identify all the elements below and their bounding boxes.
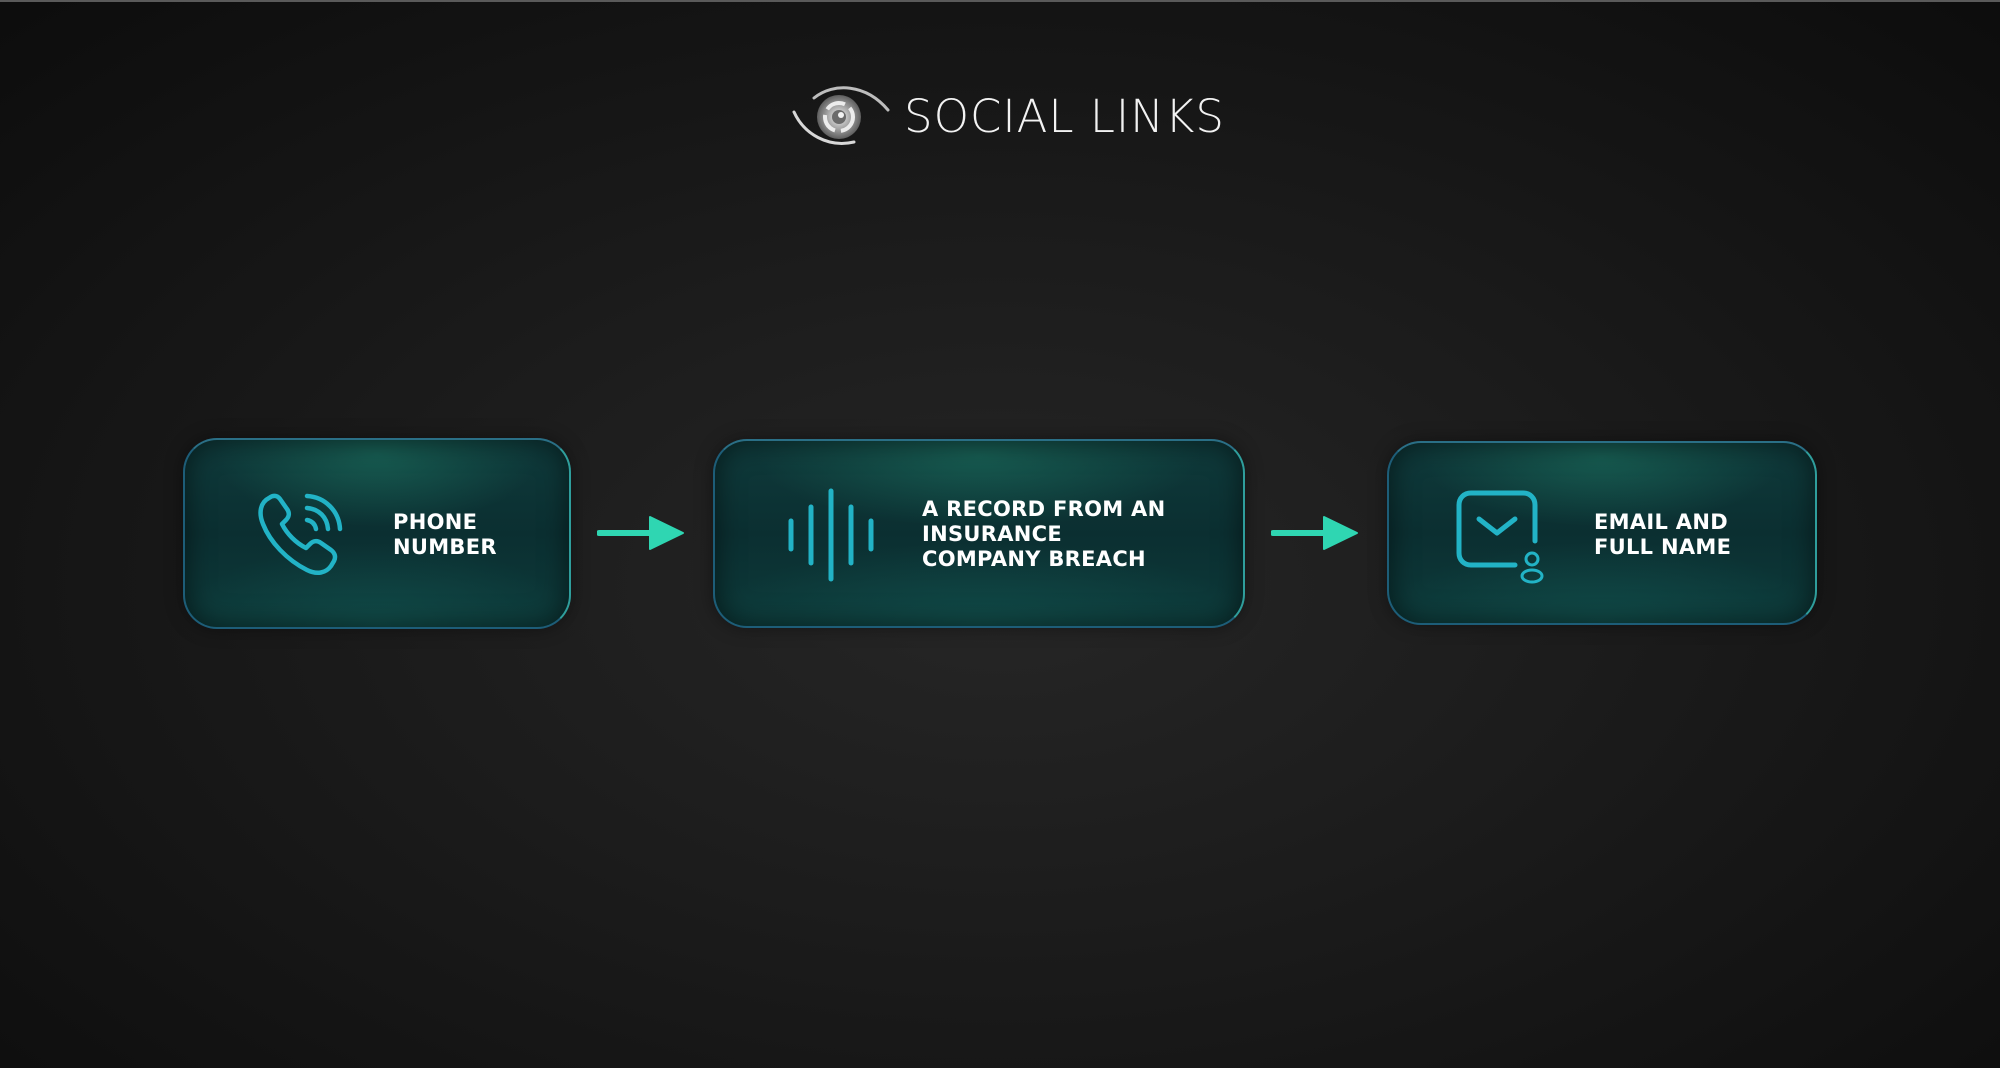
node-phone-number: PHONE NUMBER [183, 438, 571, 629]
email-user-icon [1456, 490, 1544, 584]
node-email-full-name: EMAIL AND FULL NAME [1387, 441, 1817, 625]
node-label: PHONE NUMBER [393, 510, 497, 559]
top-border [0, 0, 2000, 2]
arrow-right-icon [597, 516, 684, 550]
node-label: A RECORD FROM AN INSURANCE COMPANY BREAC… [922, 497, 1166, 571]
sound-wave-icon [788, 488, 874, 582]
eye-logo-icon [792, 86, 890, 145]
arrow-right-icon [1271, 516, 1358, 550]
node-label: EMAIL AND FULL NAME [1594, 510, 1732, 559]
logo: SOCIAL LINKS [790, 78, 1225, 154]
phone-icon [258, 493, 343, 576]
node-insurance-breach-record: A RECORD FROM AN INSURANCE COMPANY BREAC… [713, 439, 1245, 628]
logo-text: SOCIAL LINKS [904, 89, 1225, 143]
